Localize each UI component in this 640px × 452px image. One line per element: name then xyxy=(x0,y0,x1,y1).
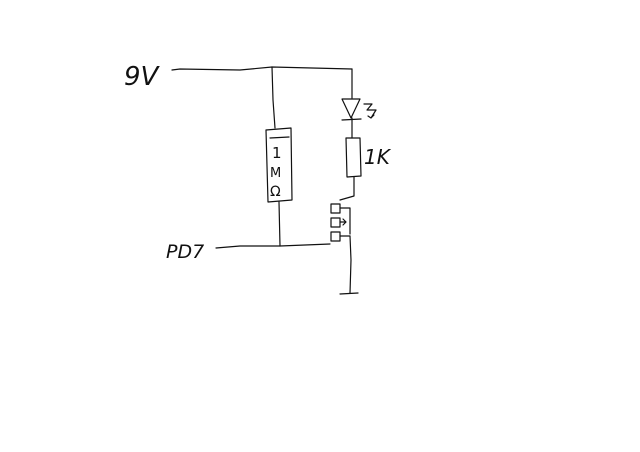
led-icon xyxy=(341,98,377,139)
input-wire xyxy=(215,243,331,249)
resistor-1m-unit-ohm: Ω xyxy=(270,184,281,200)
ground-icon xyxy=(339,292,359,295)
resistor-1m xyxy=(265,127,293,203)
resistor-1m-unit-m: M xyxy=(270,166,281,181)
supply-label: 9V xyxy=(124,62,161,92)
input-label: PD7 xyxy=(166,241,204,263)
resistor-1k-label: 1K xyxy=(364,145,392,169)
transistor-icon xyxy=(330,203,351,242)
wire-1m-to-junction xyxy=(278,201,281,247)
resistor-1m-digit: 1 xyxy=(272,144,282,162)
wire-to-ground xyxy=(349,235,352,294)
resistor-1k xyxy=(345,137,362,178)
supply-wire xyxy=(171,66,353,71)
wire-to-1m-resistor xyxy=(271,66,276,129)
wire-1k-to-transistor xyxy=(339,176,355,201)
